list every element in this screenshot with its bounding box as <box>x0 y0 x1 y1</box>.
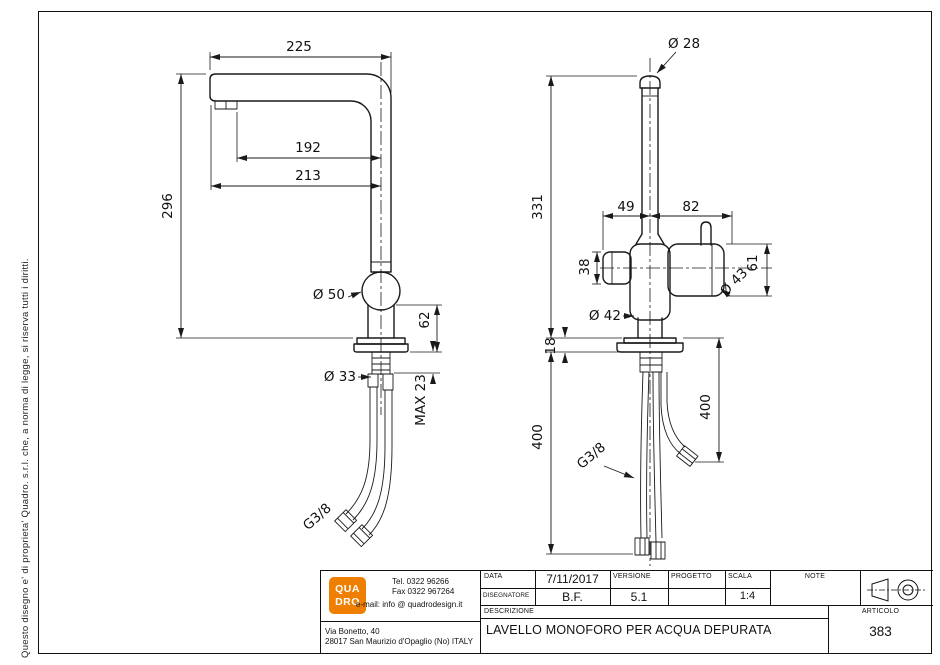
front-spout-outline <box>209 73 392 273</box>
front-ball-joint <box>361 261 401 311</box>
dim-400-left: 400 <box>530 424 546 450</box>
side-base <box>616 337 684 373</box>
logo-text-top: QUA <box>335 582 360 595</box>
progetto-label: PROGETTO <box>671 573 712 580</box>
dim-diameter-28: Ø 28 <box>668 36 700 52</box>
dim-331: 331 <box>530 194 546 220</box>
title-block-line <box>480 605 933 606</box>
drawing-frame <box>38 11 932 654</box>
front-dimension-lines <box>176 52 442 384</box>
side-view: Ø 28 331 49 82 38 Ø 43 61 Ø 42 18 400 40… <box>530 36 772 566</box>
title-block-line <box>480 570 481 654</box>
side-dimension-texts: Ø 28 331 49 82 38 Ø 43 61 Ø 42 18 400 40… <box>530 36 761 472</box>
dim-38: 38 <box>577 258 593 275</box>
title-block-line <box>770 570 771 605</box>
title-block-line <box>480 588 770 589</box>
dim-g38-front: G3/8 <box>300 500 335 533</box>
note-label: NOTE <box>804 573 826 580</box>
title-block-line <box>828 605 829 654</box>
dim-diameter-50: Ø 50 <box>313 287 345 303</box>
dim-18: 18 <box>543 337 559 354</box>
dim-82: 82 <box>682 199 699 215</box>
front-hoses <box>334 387 393 548</box>
email-text: e-mail: info @ quadrodesign.it <box>356 600 463 609</box>
descrizione-label: DESCRIZIONE <box>484 608 535 615</box>
first-angle-projection-icon <box>867 578 927 602</box>
title-block-line <box>668 570 669 605</box>
title-block-line <box>480 618 828 619</box>
data-value: 7/11/2017 <box>546 572 599 586</box>
scala-value: 1:4 <box>739 590 756 602</box>
side-body <box>602 221 725 339</box>
disegnatore-label: DISEGNATORE <box>483 592 530 599</box>
title-block-line <box>320 570 933 571</box>
dim-max-23: MAX 23 <box>413 374 429 426</box>
fax-text: Fax 0322 967264 <box>392 587 455 596</box>
front-view: 225 192 213 296 Ø 50 62 Ø 33 MAX 23 G3/8 <box>160 39 442 548</box>
dim-49: 49 <box>617 199 634 215</box>
title-block-line <box>610 570 611 605</box>
dim-61: 61 <box>745 254 761 271</box>
title-block-line <box>320 570 321 654</box>
title-block-line <box>535 570 536 605</box>
versione-value: 5.1 <box>630 590 648 604</box>
dim-296: 296 <box>160 193 176 219</box>
dim-diameter-33: Ø 33 <box>324 369 356 385</box>
dim-62: 62 <box>417 311 433 328</box>
front-body-base <box>353 304 409 391</box>
disegnatore-value: B.F. <box>562 590 583 604</box>
quadro-logo: QUA DRO <box>329 577 366 614</box>
title-block-line <box>320 621 480 622</box>
versione-label: VERSIONE <box>613 573 651 580</box>
side-spout-tube <box>639 75 661 235</box>
data-label: DATA <box>484 573 503 580</box>
address-line-1: Via Bonetto, 40 <box>325 627 380 636</box>
logo-text-bottom: DRO <box>335 595 360 608</box>
dim-diameter-42: Ø 42 <box>589 308 621 324</box>
side-dimension-lines <box>546 51 772 555</box>
dim-400-right: 400 <box>698 394 714 420</box>
descrizione-value: LAVELLO MONOFORO PER ACQUA DEPURATA <box>486 623 772 637</box>
scala-label: SCALA <box>728 573 752 580</box>
dim-g38-side: G3/8 <box>574 439 609 472</box>
articolo-label: ARTICOLO <box>861 608 900 615</box>
title-block-line <box>725 570 726 605</box>
dim-225: 225 <box>286 39 312 55</box>
side-hoses <box>634 371 699 560</box>
tel-text: Tel. 0322 96266 <box>392 577 449 586</box>
title-block-line <box>860 570 861 605</box>
dim-213: 213 <box>295 168 321 184</box>
address-line-2: 28017 San Maurizio d'Opaglio (No) ITALY <box>325 637 473 646</box>
dim-192: 192 <box>295 140 321 156</box>
articolo-value: 383 <box>869 624 892 639</box>
